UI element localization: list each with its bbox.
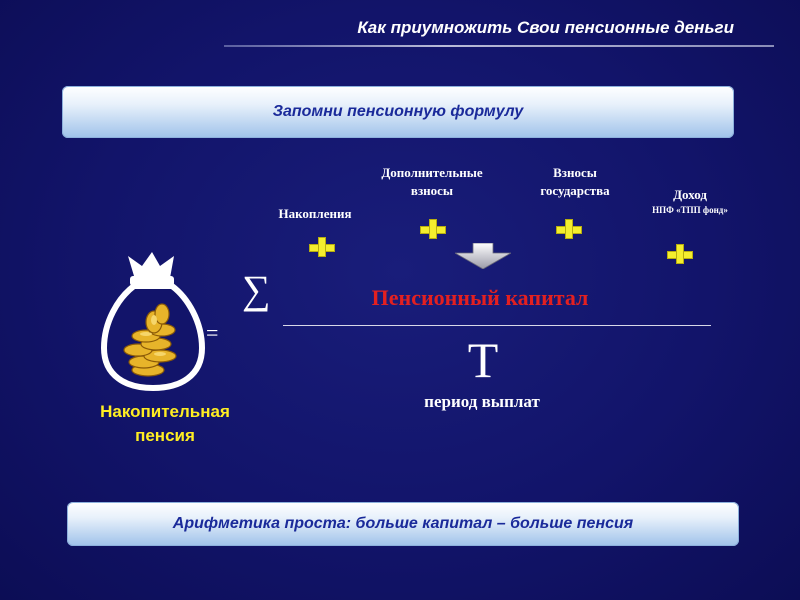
plus-icon	[309, 237, 335, 257]
sigma-symbol: ∑	[242, 267, 271, 312]
term-fund-income: Доход НПФ «ТПП фонд»	[633, 186, 747, 216]
fraction-line	[283, 325, 711, 326]
term-accumulations: Накопления	[278, 206, 352, 221]
equals-sign: =	[206, 320, 219, 345]
term-state-line2: государства	[540, 183, 610, 198]
formula-banner: Запомни пенсионную формулу	[62, 86, 734, 138]
funded-pension-line1: Накопительная	[100, 402, 230, 421]
conclusion-banner: Арифметика проста: больше капитал – боль…	[67, 502, 739, 546]
formula-denominator-letter: Т	[467, 332, 499, 388]
term-additional-line2: взносы	[410, 183, 454, 198]
formula-denominator-label: период выплат	[424, 392, 540, 411]
term-additional-contributions: Дополнительные взносы	[358, 164, 506, 200]
term-additional-line1: Дополнительные	[381, 165, 483, 180]
term-state-line1: Взносы	[553, 165, 597, 180]
term-income-line1: Доход	[673, 187, 707, 202]
down-arrow-icon	[455, 243, 511, 269]
funded-pension-line2: пенсия	[135, 426, 195, 445]
title-divider	[224, 45, 774, 47]
term-state-contributions: Взносы государства	[520, 164, 630, 200]
slide-title: Как приумножить Свои пенсионные деньги	[357, 18, 734, 37]
term-income-line2: НПФ «ТПП фонд»	[652, 205, 728, 215]
plus-icon	[667, 244, 693, 264]
plus-icon	[556, 219, 582, 239]
formula-numerator: Пенсионный капитал	[371, 285, 589, 310]
plus-icon	[420, 219, 446, 239]
funded-pension-label: Накопительная пенсия	[70, 400, 260, 448]
money-bag-icon	[100, 252, 206, 392]
